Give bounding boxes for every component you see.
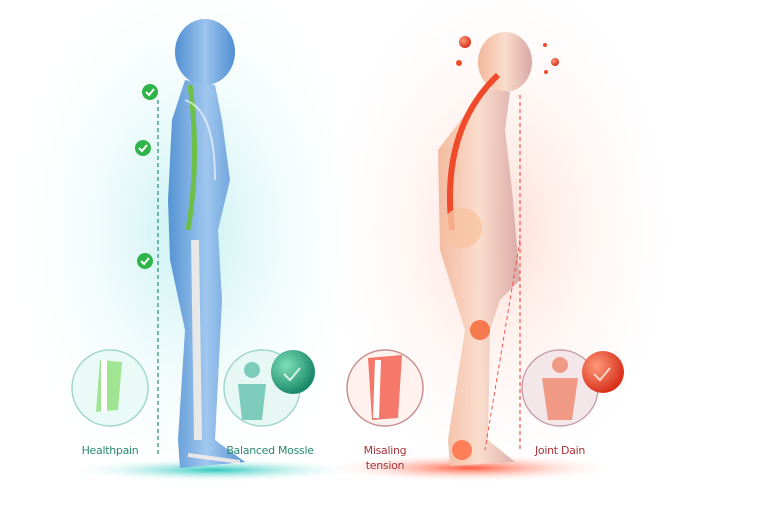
pain-dot-icons (456, 36, 559, 74)
healthy-floor-glow (65, 458, 365, 482)
healthy-posture-figure (168, 19, 245, 468)
joint-pain-label: Joint Dain (534, 444, 586, 457)
pain-tilt-line (484, 239, 521, 451)
joint-pain-thumbnail (521, 349, 599, 427)
misaling-text: Misaling (363, 444, 407, 457)
pain-sphere-icon (582, 351, 624, 393)
tension-text: tension (365, 459, 405, 472)
check-sphere-icon (271, 350, 315, 394)
pain-floor-glow (320, 454, 620, 482)
check-circle-icon (142, 84, 158, 100)
check-circle-icon (135, 140, 151, 156)
check-circle-icon (137, 253, 153, 269)
pain-posture-figure (438, 32, 532, 466)
spine-misaligned-thumbnail (346, 349, 424, 427)
healthpain-label: Healthpain (81, 444, 139, 457)
spine-healthy-thumbnail (71, 349, 149, 427)
balanced-muscle-label: Balanced Mossle (226, 444, 314, 457)
misalignment-tension-label: Misaling tension (345, 443, 425, 473)
